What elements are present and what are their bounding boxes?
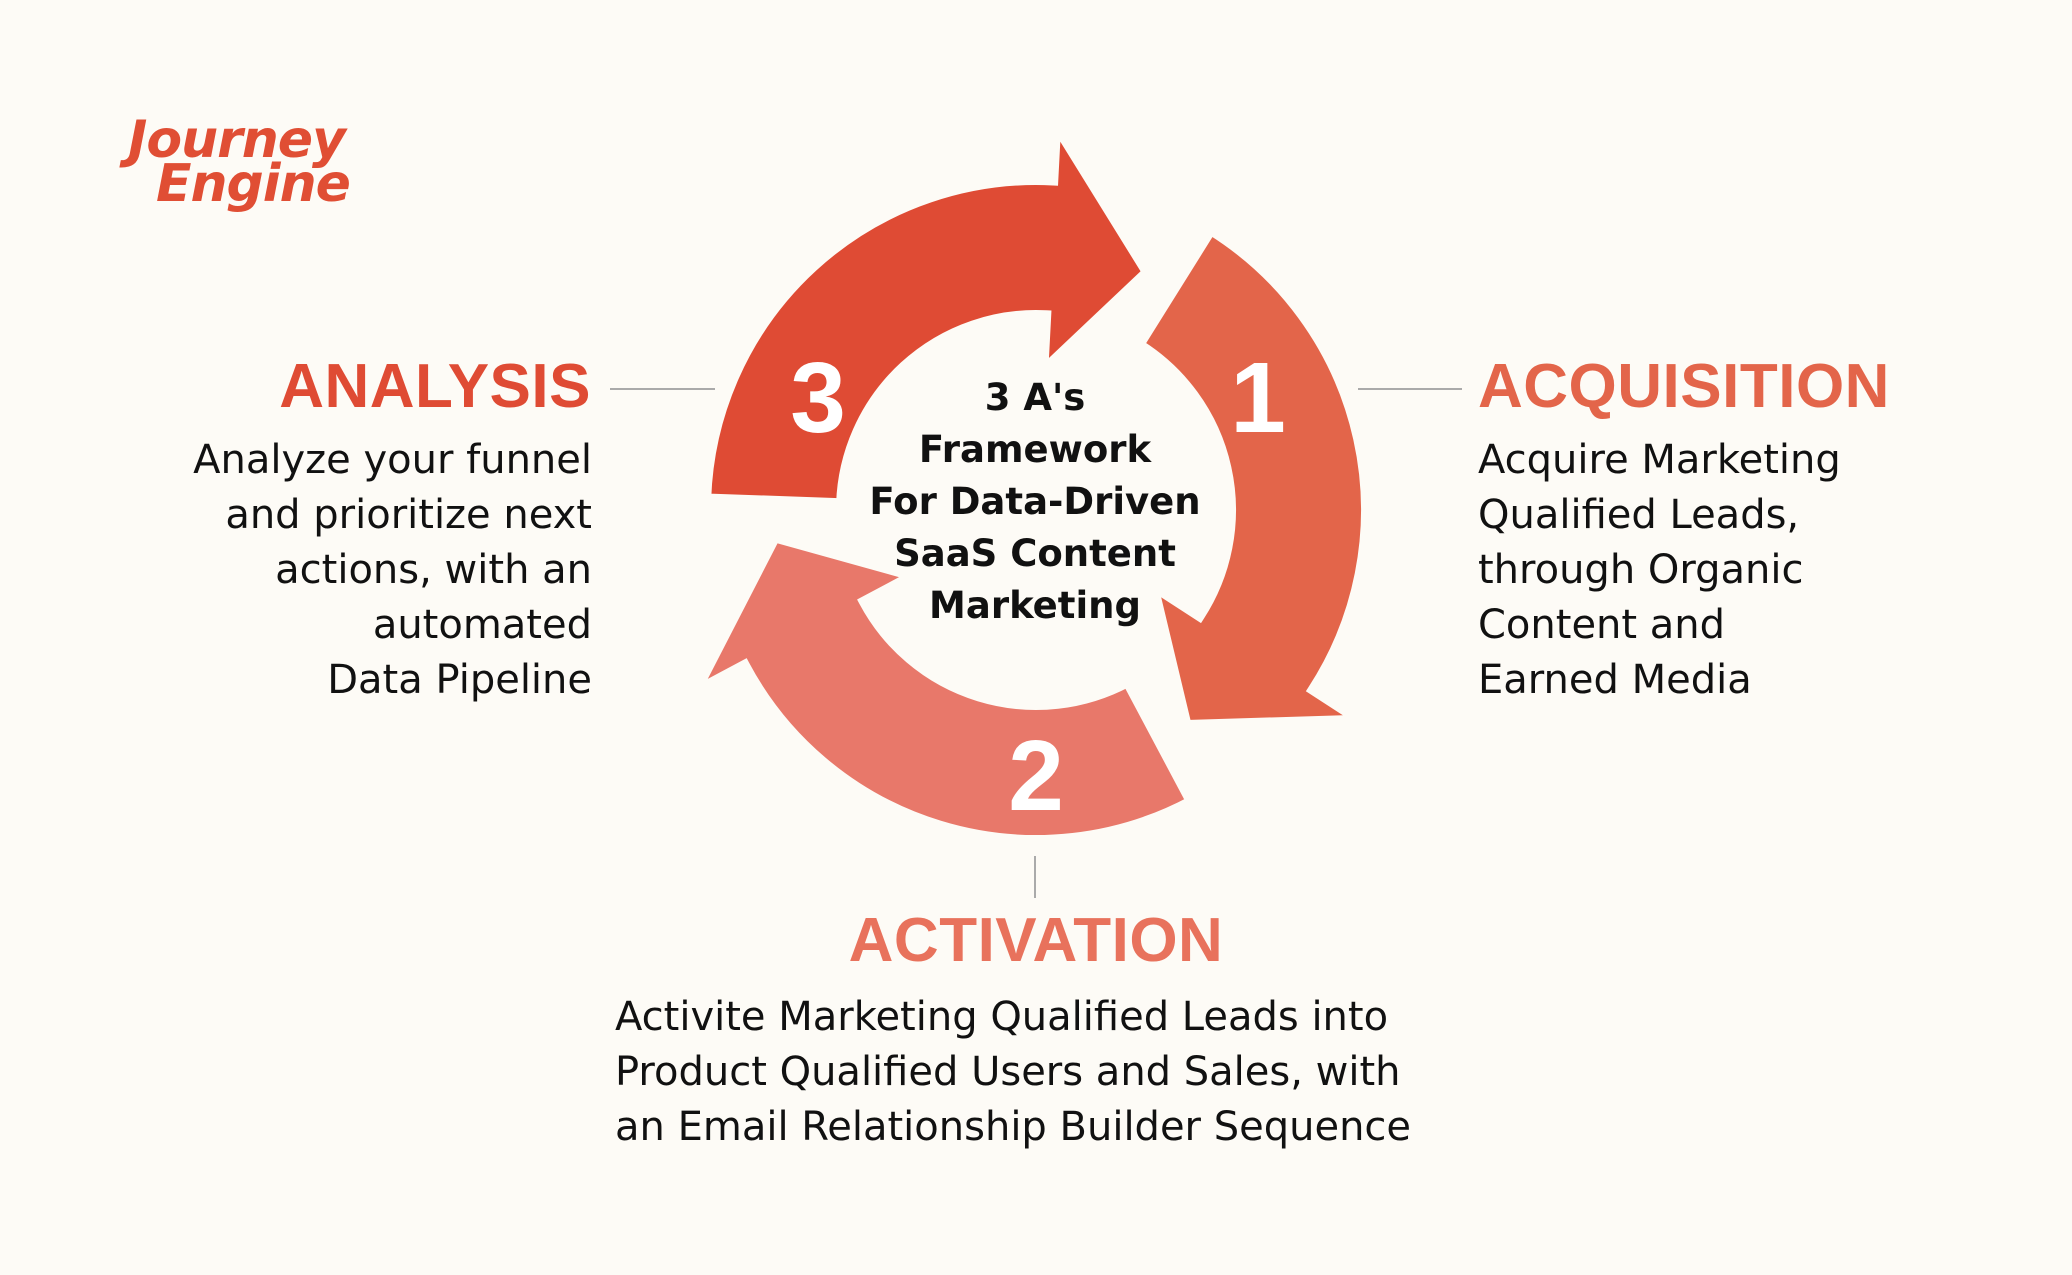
analysis-arrow-segment	[701, 109, 1154, 509]
activation-arrow-segment	[684, 531, 1198, 845]
center-title-line: Marketing	[929, 584, 1141, 627]
logo-line-1: Journey	[128, 110, 346, 170]
acquisition-description-line: through Organic	[1478, 547, 1804, 593]
activation-description-line: an Email Relationship Builder Sequence	[615, 1104, 1412, 1150]
activation-description-line: Product Qualified Users and Sales, with	[615, 1049, 1401, 1095]
acquisition-description-line: Earned Media	[1478, 657, 1752, 703]
activation-description-line: Activite Marketing Qualified Leads into	[615, 994, 1389, 1040]
analysis-description: Analyze your funnel and prioritize next …	[193, 433, 592, 708]
framework-center-title: 3 A's Framework For Data-Driven SaaS Con…	[855, 372, 1215, 632]
acquisition-description: Acquire Marketing Qualified Leads, throu…	[1478, 433, 1841, 708]
step-number-1: 1	[1230, 342, 1286, 454]
center-title-line: 3 A's	[984, 376, 1086, 419]
step-number-3: 3	[790, 342, 846, 454]
logo-line-2: Engine	[156, 154, 351, 214]
activation-title: ACTIVATION	[848, 906, 1224, 975]
center-title-line: SaaS Content	[894, 532, 1176, 575]
acquisition-description-line: Acquire Marketing	[1478, 437, 1841, 483]
journey-engine-logo: Journey Engine	[128, 110, 351, 214]
acquisition-title: ACQUISITION	[1478, 352, 1890, 421]
analysis-description-line: automated	[372, 602, 592, 648]
acquisition-arrow-segment	[1132, 223, 1376, 731]
acquisition-description-line: Content and	[1478, 602, 1726, 648]
activation-description: Activite Marketing Qualified Leads into …	[615, 990, 1411, 1155]
analysis-description-line: Analyze your funnel	[193, 437, 592, 483]
acquisition-description-line: Qualified Leads,	[1478, 492, 1800, 538]
analysis-description-line: actions, with an	[275, 547, 592, 593]
center-title-line: Framework	[918, 428, 1152, 471]
step-number-2: 2	[1008, 720, 1064, 832]
analysis-description-line: and prioritize next	[225, 492, 592, 538]
ring-segments	[684, 109, 1376, 845]
analysis-description-line: Data Pipeline	[327, 657, 592, 703]
analysis-title: ANALYSIS	[279, 352, 591, 421]
center-title-line: For Data-Driven	[869, 480, 1201, 523]
